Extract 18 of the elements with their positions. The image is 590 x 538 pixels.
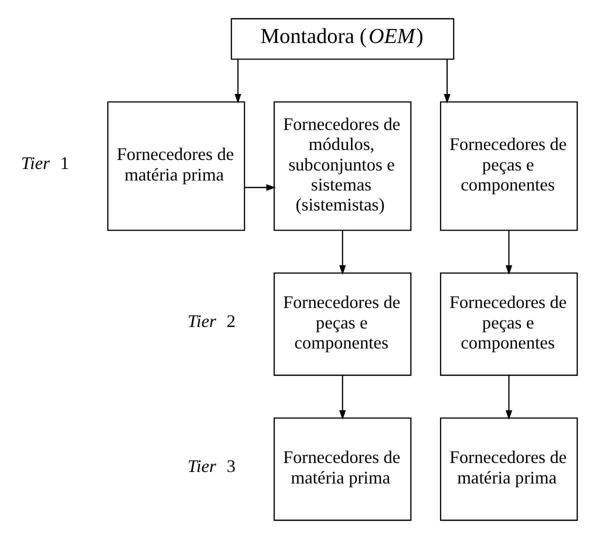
label: Tier 2 xyxy=(187,310,236,331)
node-box: Fornecedores de peças e componentes xyxy=(274,272,412,376)
node-box: Fornecedores de peças e componentes xyxy=(440,272,578,376)
arrow xyxy=(506,230,512,274)
arrow xyxy=(444,58,450,104)
label: Tier 1 xyxy=(21,152,70,173)
node-box: Fornecedores de módulos, subconjuntos e sistemas (sistemistas) xyxy=(274,100,412,230)
node-box: Fornecedores de peças e componentes xyxy=(440,100,578,230)
arrow xyxy=(234,58,242,104)
node-box: Montadora (OEM) xyxy=(230,18,454,60)
node-box: Fornecedores de matéria prima xyxy=(107,100,246,230)
label: Tier 3 xyxy=(187,456,236,476)
node-box: Fornecedores de matéria prima xyxy=(440,416,578,520)
arrow xyxy=(339,374,346,420)
node-box: Fornecedores de matéria prima xyxy=(274,416,412,520)
arrow xyxy=(506,374,512,420)
arrow xyxy=(244,184,276,190)
arrow xyxy=(339,230,346,274)
